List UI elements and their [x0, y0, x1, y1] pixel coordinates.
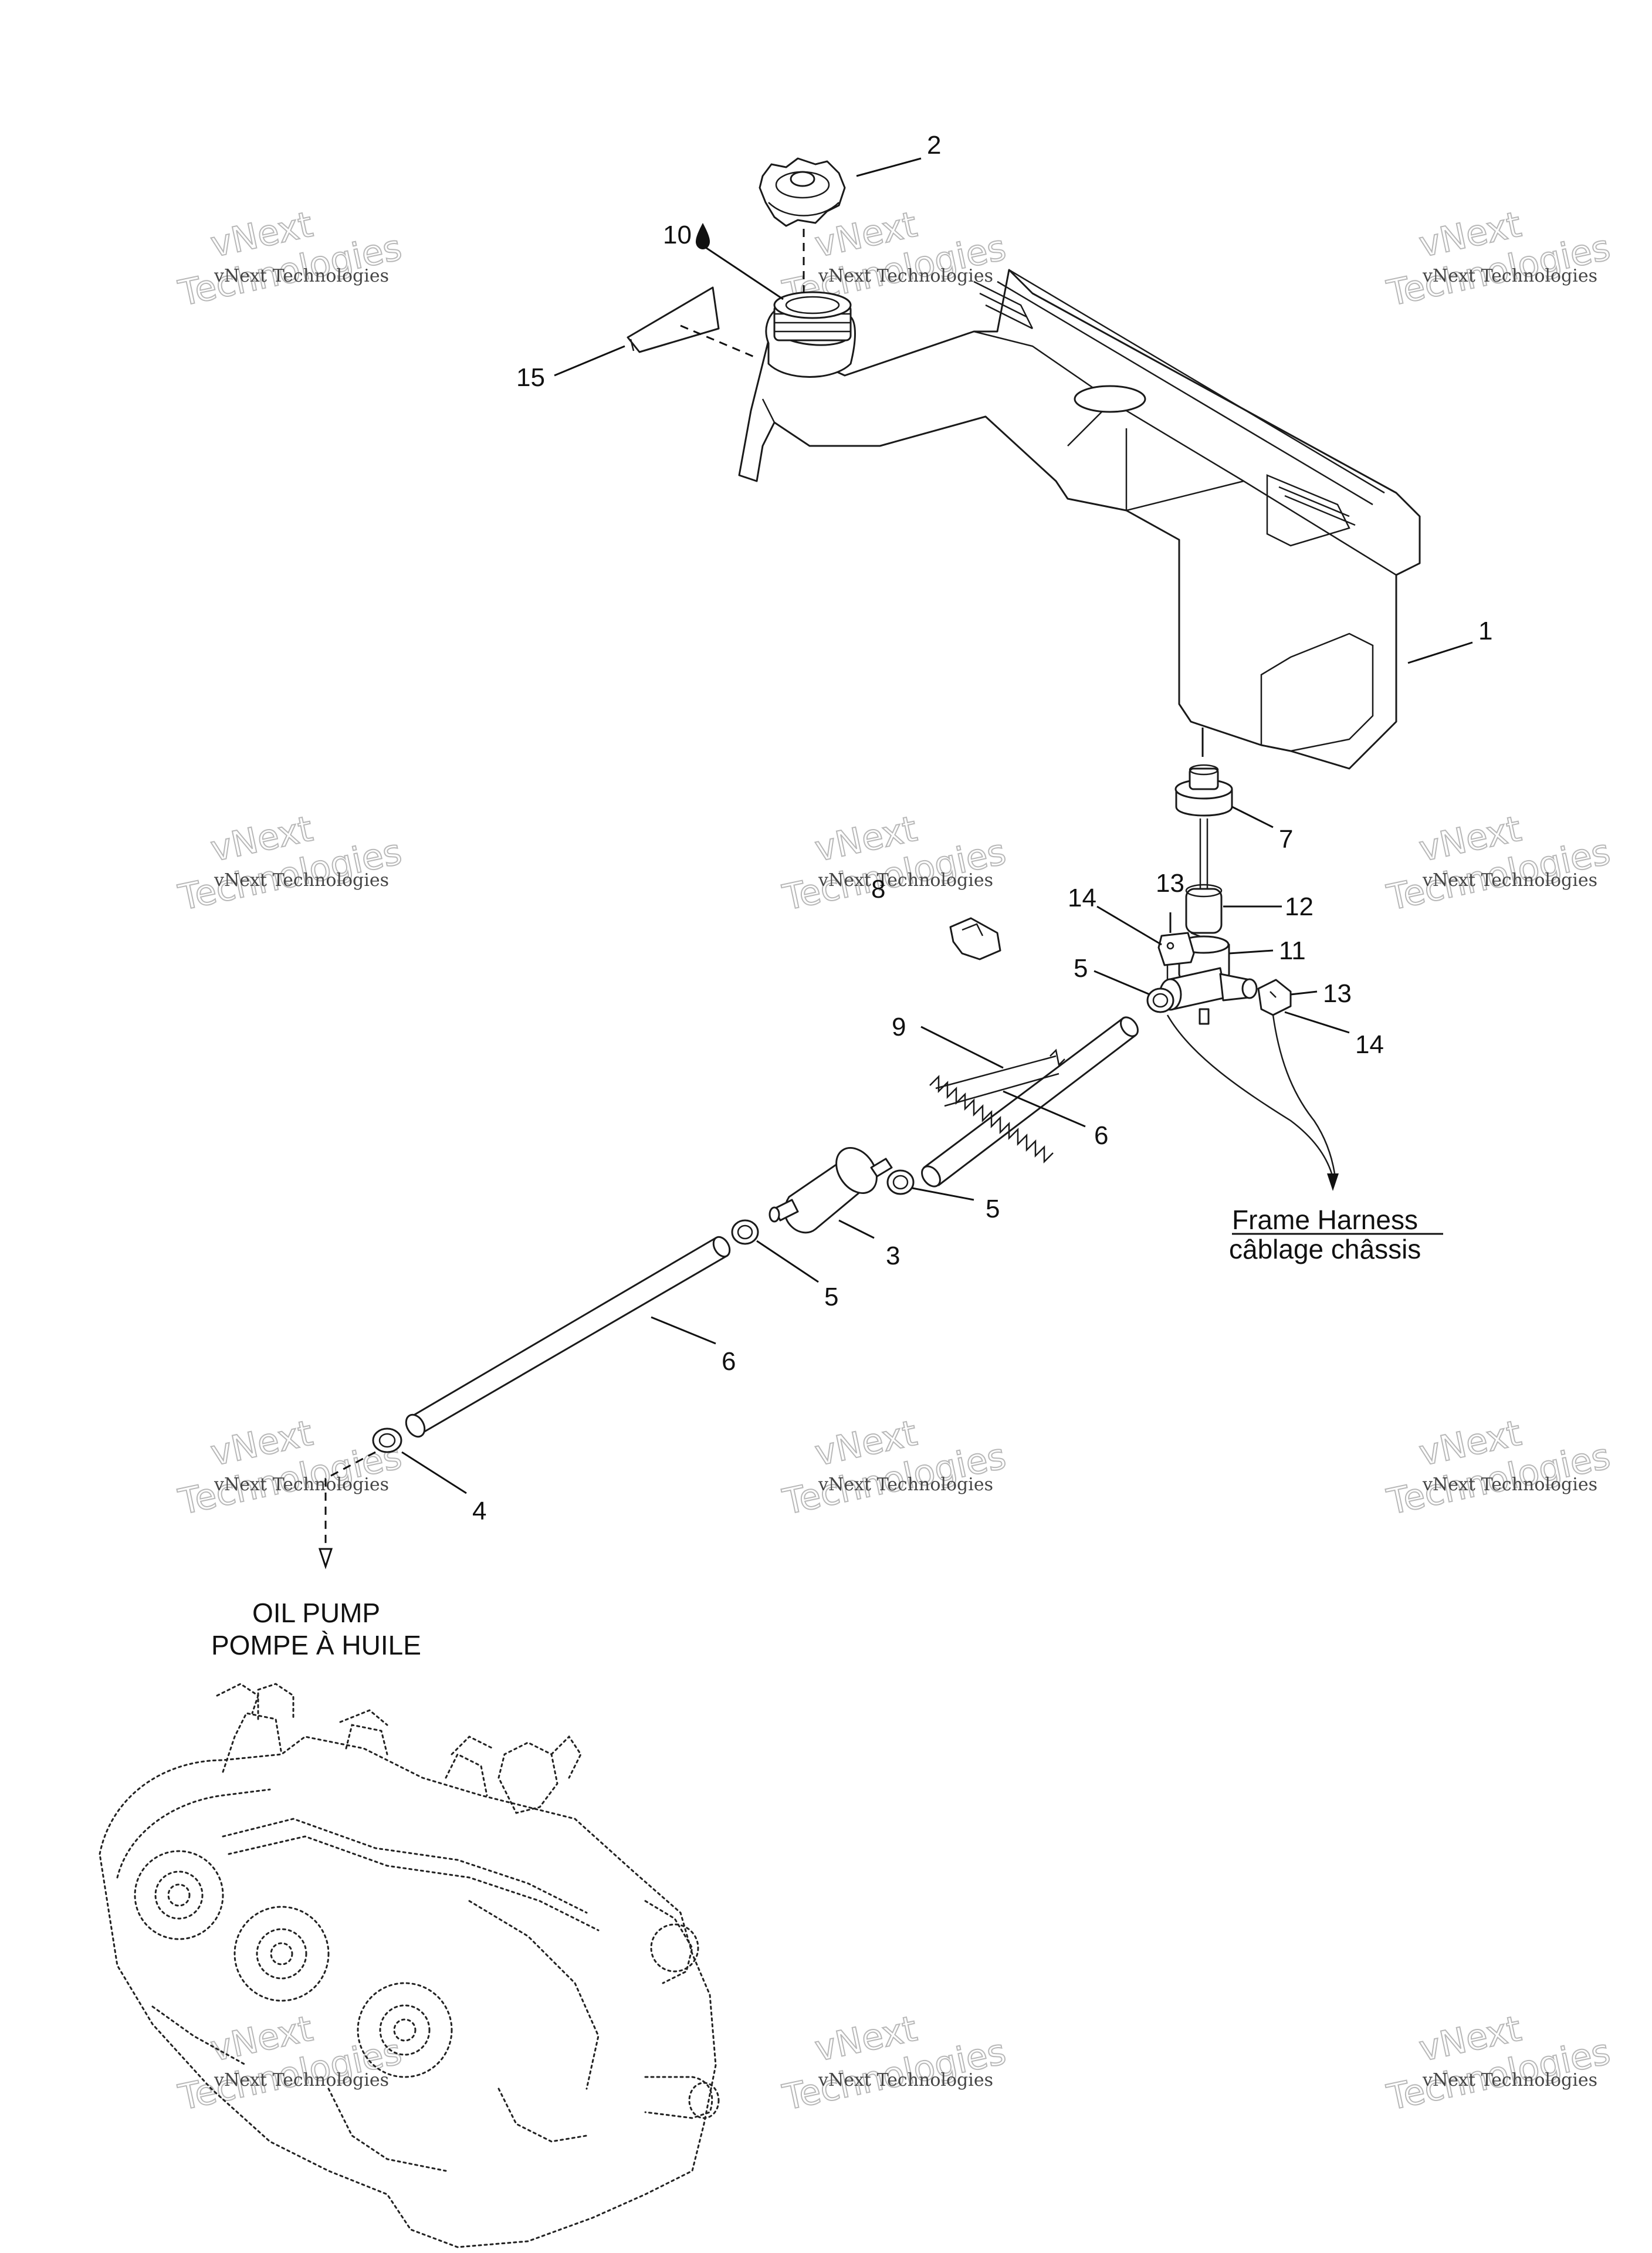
oil-pump-label: OIL PUMP — [252, 1598, 380, 1628]
callout-5: 5 — [824, 1283, 838, 1311]
callout-8: 8 — [871, 875, 885, 904]
callout-15: 15 — [516, 363, 545, 392]
filler-neck — [765, 291, 856, 378]
callout-11: 11 — [1279, 936, 1306, 965]
callout-2: 2 — [927, 131, 941, 160]
callout-9: 9 — [892, 1013, 906, 1041]
wire — [1166, 1014, 1333, 1174]
callout-4: 4 — [472, 1497, 486, 1525]
engine-block — [99, 1683, 720, 2248]
frame-harness-label-fr: câblage châssis — [1229, 1234, 1421, 1264]
upper-hose — [921, 1016, 1139, 1188]
wire — [1272, 1014, 1336, 1174]
watermark-text: vNext Technologies — [1422, 266, 1597, 286]
watermark-text: vNext Technologies — [1422, 1474, 1597, 1495]
callout-12: 12 — [1285, 892, 1314, 921]
watermark-text: vNext Technologies — [818, 266, 993, 286]
callout-13: 13 — [1323, 979, 1352, 1008]
watermark-text: vNext Technologies — [1422, 2070, 1597, 2090]
level-sensor — [1185, 884, 1223, 952]
callout-14: 14 — [1068, 884, 1096, 912]
arrow-head — [1327, 1173, 1339, 1191]
oil-pump-label-fr: POMPE À HUILE — [211, 1630, 421, 1660]
tank-cap — [759, 157, 846, 227]
watermark-text: vNext Technologies — [214, 2070, 389, 2090]
watermark-text: vNext Technologies — [214, 266, 389, 286]
callout-6: 6 — [1094, 1121, 1108, 1150]
fuel-plate — [627, 286, 720, 353]
clip — [949, 917, 1001, 960]
callout-5: 5 — [1074, 954, 1088, 983]
connector-right — [1257, 979, 1292, 1016]
callout-10: 10 — [663, 221, 692, 249]
outlet-fitting — [1174, 764, 1233, 817]
callout-1: 1 — [1478, 617, 1492, 645]
connector-left — [1157, 932, 1195, 980]
oil-drop-icon — [696, 223, 710, 249]
callout-3: 3 — [886, 1241, 900, 1270]
frame-harness-label: Frame Harness — [1232, 1205, 1418, 1235]
hose-clamp-small — [372, 1427, 402, 1453]
oil-filter — [769, 1147, 893, 1234]
leader-lines — [401, 157, 1473, 1494]
callout-13: 13 — [1156, 869, 1184, 898]
hose-clamp — [1146, 987, 1174, 1013]
watermark-text: vNext Technologies — [1422, 870, 1597, 891]
watermark-text: vNext Technologies — [818, 2070, 993, 2090]
watermark-text: vNext Technologies — [214, 1474, 389, 1495]
watermark-layer: vNext Technologies vNext Technologies vN… — [174, 204, 1614, 2119]
hose-clamp — [886, 1169, 915, 1195]
callout-14: 14 — [1355, 1030, 1384, 1059]
hose-clamp — [731, 1219, 759, 1245]
callout-labels: 2 10 15 1 7 8 13 14 12 11 5 13 14 9 6 5 … — [472, 131, 1492, 1525]
arrow-head — [318, 1548, 333, 1569]
watermark-text: vNext Technologies — [214, 870, 389, 891]
watermark-text: vNext Technologies — [818, 870, 993, 891]
sensor-stem — [1199, 818, 1208, 892]
callout-5: 5 — [986, 1195, 1000, 1223]
callout-7: 7 — [1279, 825, 1293, 854]
oil-tank — [738, 269, 1421, 770]
protective-spring — [929, 1048, 1065, 1164]
callout-6: 6 — [722, 1347, 736, 1376]
watermark-text: vNext Technologies — [818, 1474, 993, 1495]
lower-hose — [405, 1236, 731, 1438]
assembly-line — [324, 1451, 376, 1549]
